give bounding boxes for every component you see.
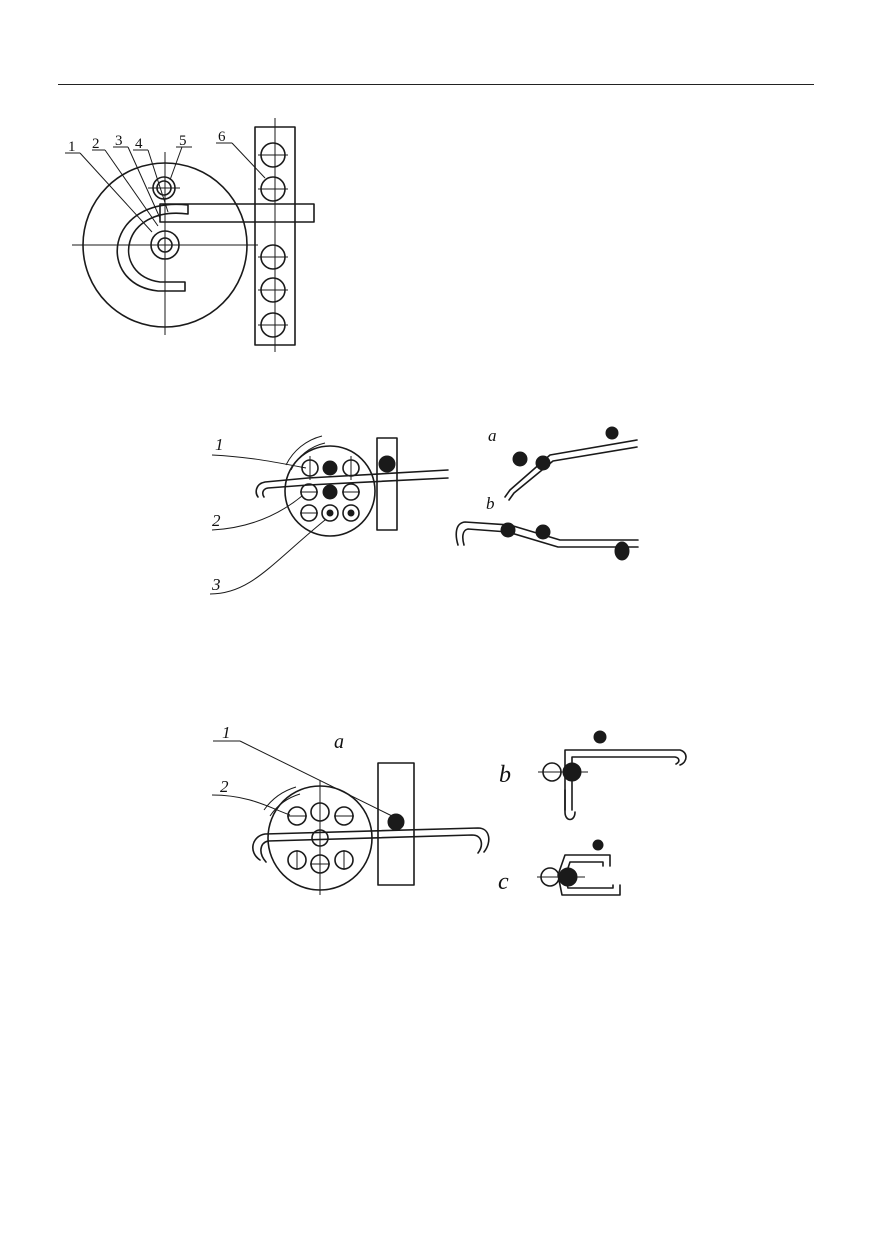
label-1: 1 xyxy=(68,139,76,155)
leader-3 xyxy=(209,519,326,595)
variant-b-stirrup xyxy=(538,730,687,821)
leader-2 xyxy=(211,495,303,531)
rebar xyxy=(159,203,315,223)
label-4: 4 xyxy=(135,136,143,152)
pin-grid xyxy=(300,456,360,522)
leader-2 xyxy=(211,794,291,816)
stirrup-outline xyxy=(564,749,687,811)
label-3: 3 xyxy=(115,133,123,149)
figure-3-stirrup-bending: 1 2 a b c xyxy=(211,723,687,896)
bend-pin xyxy=(535,455,551,471)
figure-1-bending-disc: 1 2 3 4 5 6 xyxy=(65,118,315,352)
variant-a-bend xyxy=(504,426,638,501)
label-2: 2 xyxy=(212,511,221,530)
variant-label-a: a xyxy=(488,426,497,445)
bend-pin xyxy=(614,541,630,561)
variant-b-bend xyxy=(455,521,639,561)
stop-pin xyxy=(387,813,405,831)
leader-1 xyxy=(239,740,393,817)
bend-pin xyxy=(535,524,551,540)
label-1: 1 xyxy=(215,435,224,454)
pin-cluster xyxy=(287,780,354,895)
figure-1-leaders xyxy=(65,142,266,233)
label-1: 1 xyxy=(222,723,231,742)
variant-label-a: a xyxy=(334,731,344,753)
bend-pin xyxy=(512,451,528,467)
variant-label-c: c xyxy=(498,869,509,895)
bent-rebar xyxy=(455,521,639,546)
label-3: 3 xyxy=(211,575,221,594)
multi-pin-disc xyxy=(284,445,376,537)
bent-rebar-edge xyxy=(508,446,638,501)
rotation-mark xyxy=(263,786,297,811)
header-rule xyxy=(58,84,814,85)
formed-bar xyxy=(116,203,189,292)
rebar-with-hook-edge xyxy=(262,477,449,498)
bent-rebar xyxy=(504,439,638,498)
rebar-with-hook xyxy=(255,469,449,498)
stop-rollers xyxy=(258,142,288,338)
stirrup-hook xyxy=(564,789,576,821)
label-2: 2 xyxy=(92,136,100,152)
variant-label-b: b xyxy=(499,762,511,788)
variant-label-b: b xyxy=(486,494,495,513)
stirrup-outline-edge xyxy=(571,756,680,811)
central-pin-core xyxy=(157,237,173,253)
rotation-mark xyxy=(285,435,323,466)
stirrup-bar-edge xyxy=(260,834,483,863)
central-pin xyxy=(150,230,180,260)
bend-pin xyxy=(500,522,516,538)
stop-block xyxy=(377,762,415,886)
label-6: 6 xyxy=(218,129,226,145)
stirrup-bar xyxy=(252,827,490,861)
figure-2-multi-pin-disc: 1 2 3 a b xyxy=(209,426,639,595)
bend-pin xyxy=(592,839,604,851)
bend-pin xyxy=(593,730,607,744)
stop-block xyxy=(376,437,398,531)
bend-pin xyxy=(605,426,619,440)
label-2: 2 xyxy=(220,777,229,796)
stop-pin xyxy=(378,455,396,473)
variant-c-stirrup xyxy=(537,839,621,896)
label-5: 5 xyxy=(179,133,187,149)
leader-1 xyxy=(211,454,307,469)
